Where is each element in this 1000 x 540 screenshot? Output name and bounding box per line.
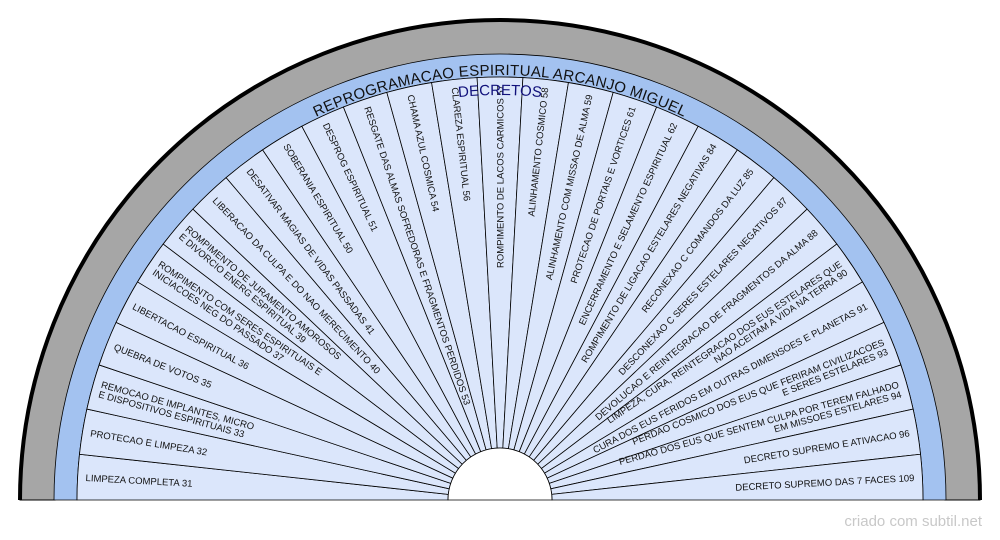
hub-circle (447, 447, 553, 501)
sector-group (76, 76, 924, 501)
chart-subtitle: DECRETOS (457, 82, 542, 101)
decree-label-line: ROMPIMENTO DE LACOS CARMICOS 57 (496, 85, 507, 268)
decree-label-15: ROMPIMENTO DE LACOS CARMICOS 57 (496, 85, 507, 268)
footer-credit: criado com subtil.net (844, 513, 982, 530)
outer-edge (18, 18, 982, 501)
